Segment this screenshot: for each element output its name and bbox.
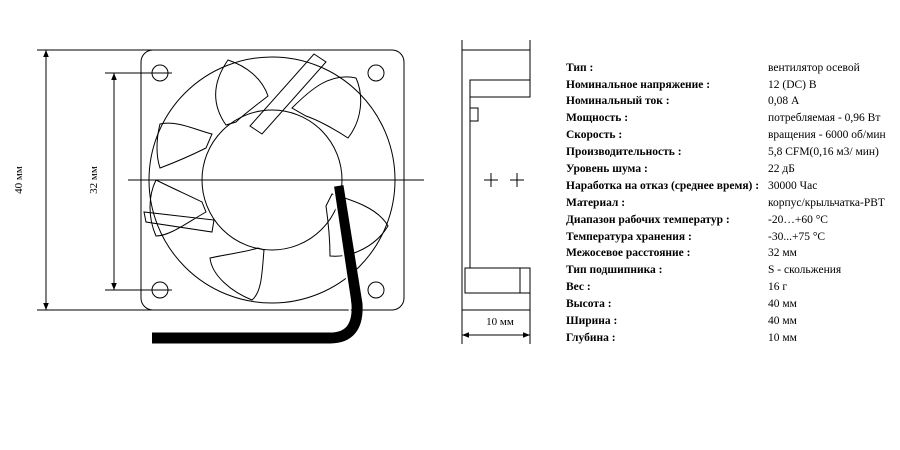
spec-row: Ширина : 40 мм [566, 313, 886, 330]
spec-value: 0,08 А [768, 95, 800, 108]
spec-key: Мощность : [566, 112, 629, 125]
spec-row: Скорость : вращения - 6000 об/мин [566, 128, 886, 145]
frame-spoke-top [249, 53, 327, 135]
side-bottom-flange [464, 267, 531, 294]
side-view [461, 40, 531, 344]
spec-row: Тип подшипника : S - скольжения [566, 263, 886, 280]
spec-row: Номинальное напряжение : 12 (DC) В [566, 77, 886, 94]
spec-key: Наработка на отказ (среднее время) : [566, 179, 760, 192]
spec-row: Уровень шума : 22 дБ [566, 161, 886, 178]
mounting-hole-top-right [367, 64, 385, 82]
side-label-tab [469, 107, 479, 122]
spec-row: Номинальный ток : 0,08 А [566, 94, 886, 111]
spec-value: 22 дБ [768, 163, 795, 176]
spec-row: Материал : корпус/крыльчатка-PBT [566, 195, 886, 212]
dim-height-label: 40 мм [13, 166, 25, 194]
spec-value: -20…+60 °C [768, 213, 828, 226]
spec-row: Наработка на отказ (среднее время) : 3000… [566, 178, 886, 195]
mounting-hole-bottom-right [367, 281, 385, 299]
fan-blades [143, 53, 389, 301]
spec-value: вентилятор осевой [768, 61, 860, 74]
spec-key: Межосевое расстояние : [566, 247, 691, 260]
spec-value: 40 мм [768, 298, 797, 311]
spec-key: Температура хранения : [566, 230, 692, 243]
front-dimensions [37, 49, 172, 311]
spec-value: корпус/крыльчатка-PBT [768, 196, 885, 209]
spec-row: Производительность : 5,8 CFM(0,16 м3/ мин… [566, 144, 886, 161]
spec-row: Тип : вентилятор осевой [566, 60, 886, 77]
spec-value: S - скольжения [768, 264, 842, 277]
spec-key: Производительность : [566, 146, 682, 159]
spec-key: Глубина : [566, 331, 616, 344]
spec-value: 10 мм [768, 331, 797, 344]
power-cable [152, 185, 363, 344]
spec-key: Номинальный ток : [566, 95, 670, 108]
dim-hole-spacing-label: 32 мм [88, 166, 100, 194]
spec-value: 5,8 CFM(0,16 м3/ мин) [768, 146, 879, 159]
spec-row: Мощность : потребляемая - 0,96 Вт [566, 111, 886, 128]
spec-row: Высота : 40 мм [566, 296, 886, 313]
spec-key: Тип подшипника : [566, 264, 663, 277]
spec-key: Тип : [566, 61, 594, 74]
spec-key: Номинальное напряжение : [566, 78, 711, 91]
spec-value: потребляемая - 0,96 Вт [768, 112, 881, 125]
spec-key: Диапазон рабочих температур : [566, 213, 730, 226]
spec-value: 30000 Час [768, 179, 818, 192]
spec-key: Материал : [566, 196, 626, 209]
spec-value: 32 мм [768, 247, 797, 260]
spec-row: Температура хранения : -30...+75 °C [566, 229, 886, 246]
spec-value: 40 мм [768, 315, 797, 328]
spec-key: Высота : [566, 298, 612, 311]
spec-value: -30...+75 °C [768, 230, 826, 243]
side-top-flange [469, 79, 531, 98]
spec-value: 12 (DC) В [768, 78, 817, 91]
spec-key: Ширина : [566, 315, 618, 328]
spec-row: Вес : 16 г [566, 280, 886, 297]
frame-spoke-left [143, 211, 215, 233]
spec-value: вращения - 6000 об/мин [768, 129, 886, 142]
spec-row: Межосевое расстояние : 32 мм [566, 246, 886, 263]
spec-row: Диапазон рабочих температур : -20…+60 °C [566, 212, 886, 229]
spec-value: 16 г [768, 281, 788, 294]
spec-key: Уровень шума : [566, 163, 648, 176]
dim-depth-label: 10 мм [486, 316, 514, 328]
front-view [128, 49, 424, 311]
spec-key: Вес : [566, 281, 591, 294]
spec-row: Глубина : 10 мм [566, 330, 886, 347]
spec-key: Скорость : [566, 129, 623, 142]
